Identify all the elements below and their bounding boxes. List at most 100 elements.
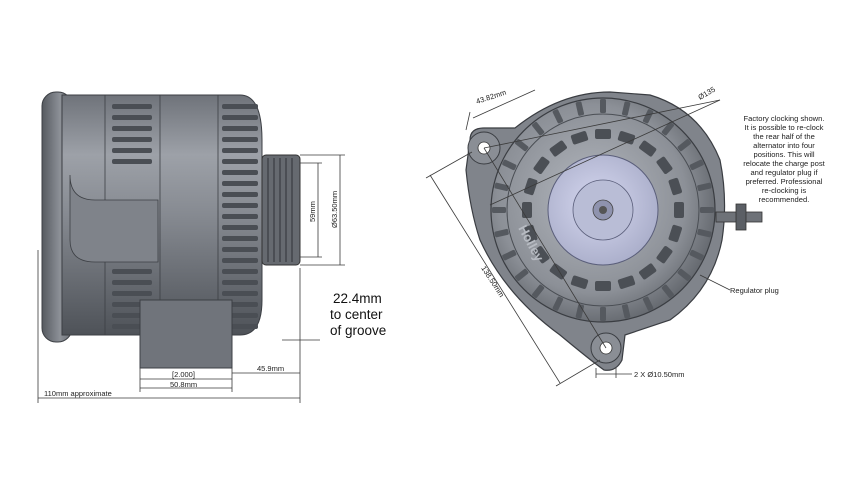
label-regulator: Regulator plug [730,286,779,295]
dim-pulley-outer: Ø63.50mm [330,191,339,228]
fin [222,148,258,153]
fin [222,225,258,230]
vent-slot [674,202,684,218]
vent-slot [595,129,611,139]
outer-fin [575,101,585,116]
outer-fin [502,159,517,171]
outer-fin [494,228,509,238]
outer-fin [661,121,674,136]
dim-bracket-inch: [2.000] [172,370,195,379]
vent-slot [570,275,589,289]
outer-fin [621,304,631,319]
fin [222,159,258,164]
outer-fin [600,99,606,113]
fin [222,280,258,285]
outer-fin [600,307,606,321]
fin [112,126,152,131]
note-line: positions. This will [753,150,814,159]
vent-slot [549,263,567,280]
dim-pulley-offset: 45.9mm [257,364,284,373]
dim-ear-top: 43.82mm [475,88,508,106]
outer-fin [642,296,654,311]
fin [112,280,152,285]
callout-line-3: of groove [330,323,386,338]
fin [222,126,258,131]
outer-fin [575,304,585,319]
outer-fin [494,182,509,192]
fin [222,192,258,197]
outer-fin [514,139,529,152]
outer-fin [514,268,529,281]
pulley [261,154,301,266]
note-line: re-clocking is [762,186,807,195]
main-housing [61,94,263,336]
dim-bracket-mm: 50.8mm [170,380,197,389]
note-line: the rear half of the [753,132,815,141]
dim-holes: 2 X Ø10.50mm [634,370,684,379]
outer-fin [677,268,692,281]
outer-fin [677,139,692,152]
face-inner-ring [506,113,700,307]
vent-slot [522,202,532,218]
fin [222,137,258,142]
fin [222,170,258,175]
note-line: relocate the charge post [743,159,825,168]
lower-bracket [139,299,233,369]
body-bulge [69,174,159,263]
fin [112,137,152,142]
callout-line-1: 22.4mm [333,291,382,306]
outer-fin [532,284,545,299]
clocking-note: Factory clocking shown. It is possible t… [743,114,825,204]
vent-slot [570,131,589,145]
dimension-lines [37,154,345,403]
fin [222,236,258,241]
note-line: Factory clocking shown. [743,114,824,123]
note-line: recommended. [759,195,810,204]
vent-slots [522,129,684,291]
dim-diameter: Ø135 [697,85,717,102]
note-line: alternator into four [753,141,815,150]
note-line: and regulator plug if [750,168,818,177]
outer-fin [552,109,564,124]
dim-pulley-groove: 59mm [308,201,317,222]
fin [222,291,258,296]
fin [112,291,152,296]
outer-fin [492,207,506,213]
fin [222,214,258,219]
callout-line-2: to center [330,307,383,322]
cooling-fins [112,104,258,329]
note-line: It is possible to re-clock [745,123,824,132]
fin [222,269,258,274]
vent-slot [533,246,550,264]
outer-fin [697,228,712,238]
pulley-grooves [267,158,293,262]
fin [222,203,258,208]
vent-slot [668,224,682,243]
outer-fin [642,109,654,124]
outer-fin [532,121,545,136]
vent-slot [595,281,611,291]
fin [112,104,152,109]
fin [112,148,152,153]
vent-slot [668,177,682,196]
fin [112,159,152,164]
vent-slot [617,275,636,289]
front-view: Holley 43.82mm Ø135 138.50mm 2 X Ø10.50m… [425,85,826,387]
vent-slot [639,263,657,280]
shaft-nut [599,206,607,214]
fin [222,115,258,120]
outer-fin [661,284,674,299]
outer-fin [689,159,704,171]
outer-fin [621,101,631,116]
side-view: 59mm Ø63.50mm 22.4mm to center of groove… [37,91,386,403]
outer-fins [492,99,714,321]
front-dimension-lines [425,89,731,387]
vent-slot [656,156,673,174]
outer-fin [552,296,564,311]
fin [112,269,152,274]
vent-slot [639,140,657,157]
outer-fin [689,249,704,261]
vent-slot [533,156,550,174]
